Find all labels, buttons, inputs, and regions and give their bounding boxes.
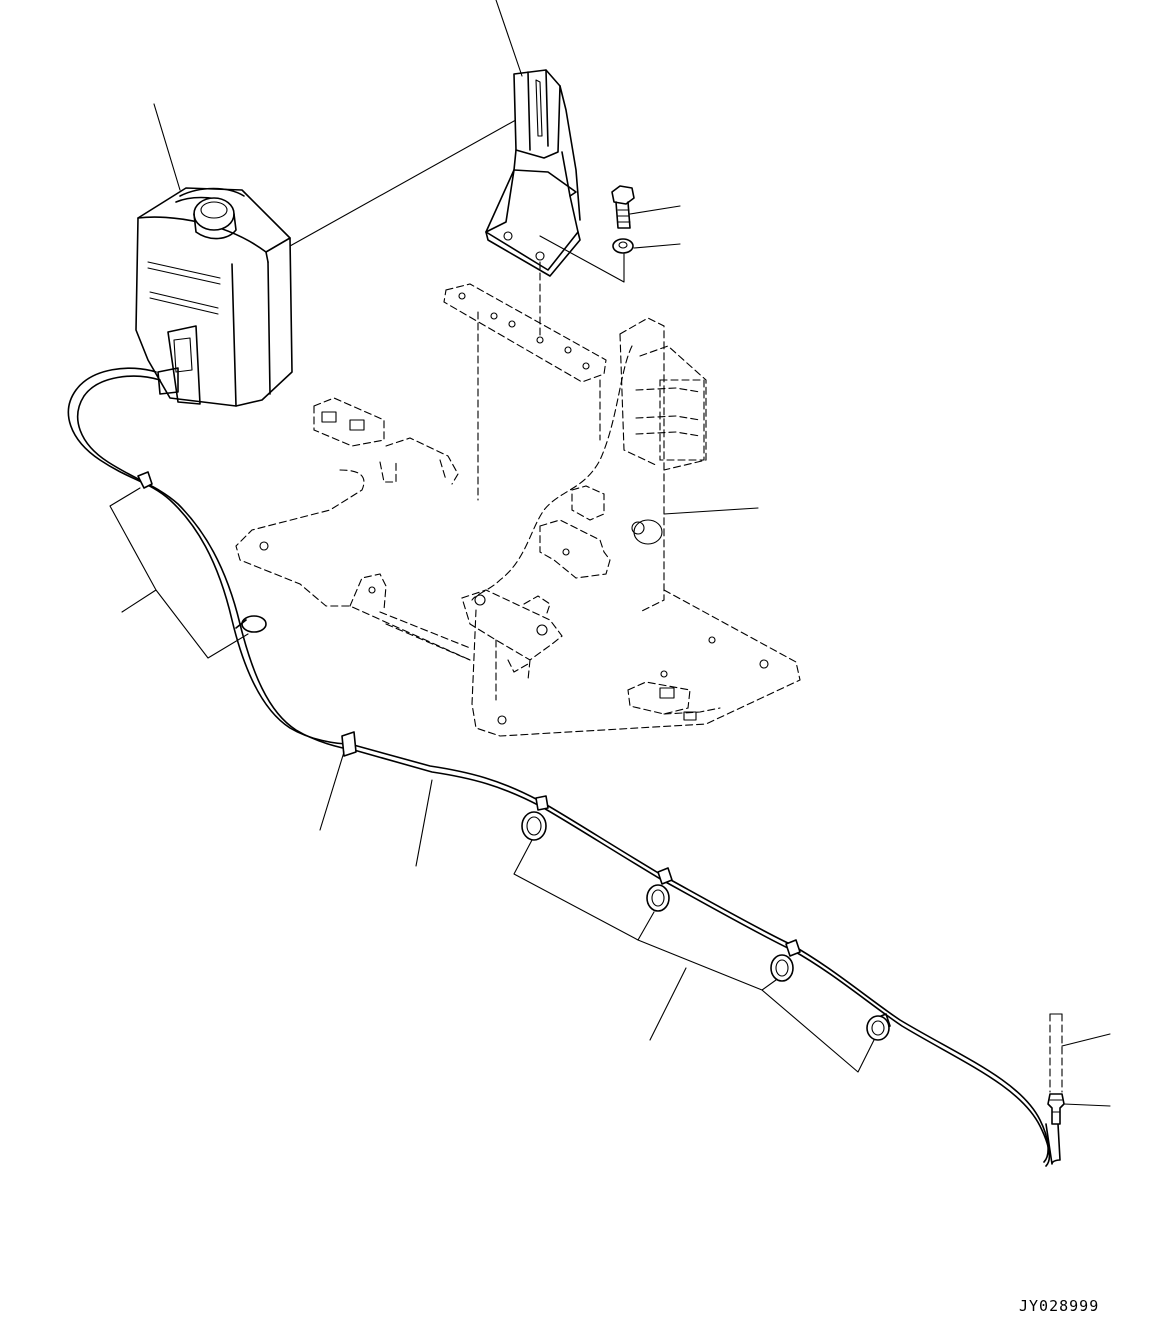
washer-tank[interactable] [135,187,293,407]
leader-line [1061,1033,1111,1047]
leader-line [513,839,875,1073]
leader-line [109,487,249,659]
mounting-frame [235,283,801,737]
leader-line [495,0,523,77]
hose-clamp[interactable] [866,1013,891,1041]
leader-line [289,101,549,247]
leader-line [663,507,759,515]
mounting-guide-line [539,235,625,283]
hose-clamp[interactable] [235,615,267,633]
washer-hose[interactable] [67,367,1061,1167]
drawing-code: JY028999 [1019,1297,1100,1315]
leader-line [1063,1103,1111,1107]
leader-line [415,779,433,867]
hose-clamp[interactable] [521,795,549,841]
tank-bracket[interactable] [485,69,581,277]
hose-clamp[interactable] [341,731,357,757]
hose-end-pipe[interactable] [1049,1013,1063,1093]
hose-clamp[interactable] [770,939,801,982]
tank-cap[interactable] [193,197,237,240]
leader-line [319,751,345,831]
leader-line [629,205,681,215]
hose-clamp[interactable] [646,867,673,912]
hose-connector[interactable] [1047,1093,1065,1125]
leader-line [153,103,181,191]
leader-line [633,243,681,249]
hose-clamp[interactable] [137,471,153,489]
washer[interactable] [612,238,634,254]
bolt[interactable] [611,185,635,229]
